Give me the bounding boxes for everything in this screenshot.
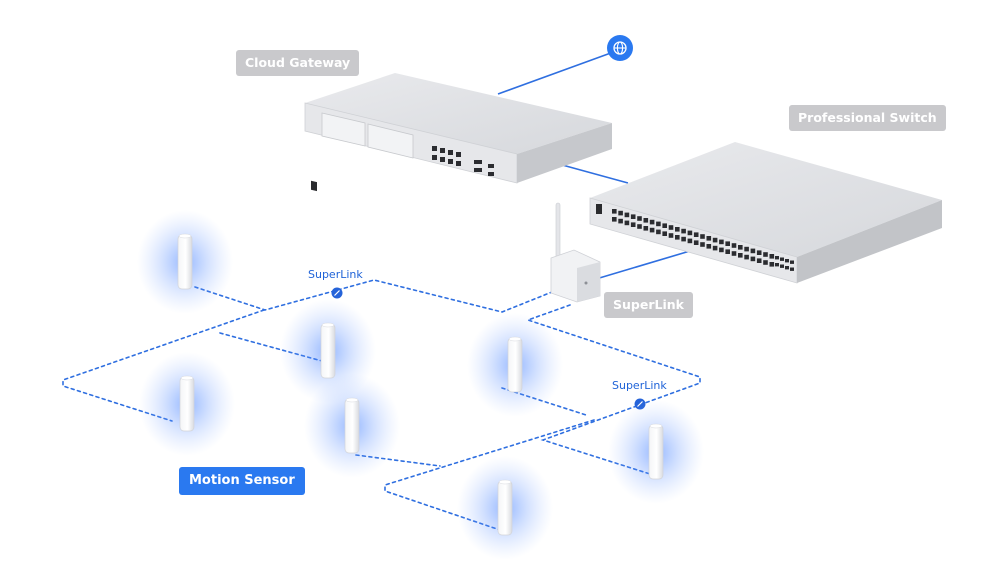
motion-sensor-device (304, 374, 400, 478)
globe-icon (607, 35, 633, 61)
link-icon (331, 287, 343, 299)
motion-sensor-device (608, 400, 704, 504)
motion-sensor-label: Motion Sensor (179, 467, 305, 495)
professional-switch-label: Professional Switch (789, 105, 946, 131)
wireless-path-7 (384, 419, 595, 531)
wireless-path-2 (62, 309, 265, 422)
motion-sensor-device (139, 352, 235, 456)
cable-internet-gateway (497, 49, 620, 95)
ethernet-cables (497, 49, 701, 280)
professional-switch-device (589, 142, 942, 284)
wireless-path-4 (525, 304, 701, 475)
wireless-path-1 (194, 279, 553, 313)
motion-sensor-device (137, 210, 233, 314)
cable-gateway-switch (554, 162, 629, 184)
motion-sensors (137, 210, 704, 560)
superlink-node-label: SuperLink (308, 268, 363, 281)
motion-sensor-device (467, 313, 563, 417)
superlink-device-label: SuperLink (604, 292, 693, 318)
superlink-antenna-device (550, 202, 601, 303)
superlink-node-label: SuperLink (612, 379, 667, 392)
cable-switch-superlink (595, 247, 701, 280)
motion-sensor-device (457, 456, 553, 560)
cloud-gateway-label: Cloud Gateway (236, 50, 360, 76)
cloud-gateway-device (304, 73, 612, 192)
